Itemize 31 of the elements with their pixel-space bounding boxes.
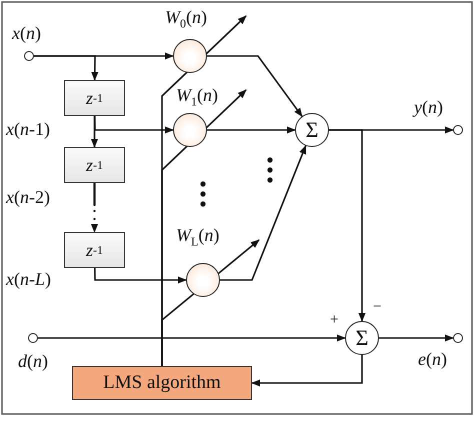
arrow bbox=[379, 334, 454, 342]
arrow bbox=[90, 116, 98, 148]
arrow bbox=[207, 126, 296, 134]
arrow bbox=[34, 55, 98, 81]
arrow bbox=[94, 268, 187, 284]
signal-label: W$_{L}$(n) bbox=[176, 226, 220, 248]
signal-label: e(n) bbox=[418, 350, 447, 368]
arrow bbox=[329, 129, 366, 322]
terminal-circle bbox=[453, 125, 463, 135]
arrow bbox=[90, 182, 98, 234]
terminal-circle bbox=[28, 333, 38, 343]
summing-junction: Σ bbox=[295, 113, 329, 147]
summing-junction: Σ bbox=[345, 321, 379, 355]
arrow bbox=[251, 355, 363, 387]
signal-label: y(n) bbox=[414, 98, 443, 116]
weight-circle bbox=[173, 39, 207, 73]
signal-label: W$_{0}$(n) bbox=[165, 8, 207, 30]
signal-label: W$_{1}$(n) bbox=[176, 86, 218, 108]
signal-label: x(n-1) bbox=[6, 120, 50, 138]
terminal-circle bbox=[453, 333, 463, 343]
arrow bbox=[207, 55, 303, 118]
signal-label: d(n) bbox=[18, 352, 48, 370]
weight-circle bbox=[173, 113, 207, 147]
arrow bbox=[220, 144, 306, 281]
algorithm-box: LMS algorithm bbox=[72, 366, 252, 400]
weight-circle bbox=[186, 263, 220, 297]
signal-label: x(n) bbox=[12, 24, 41, 42]
signal-label: x(n-2) bbox=[6, 188, 50, 206]
terminal-circle bbox=[24, 51, 34, 61]
signal-label: x(n-L) bbox=[6, 270, 52, 288]
arrow bbox=[38, 334, 346, 342]
